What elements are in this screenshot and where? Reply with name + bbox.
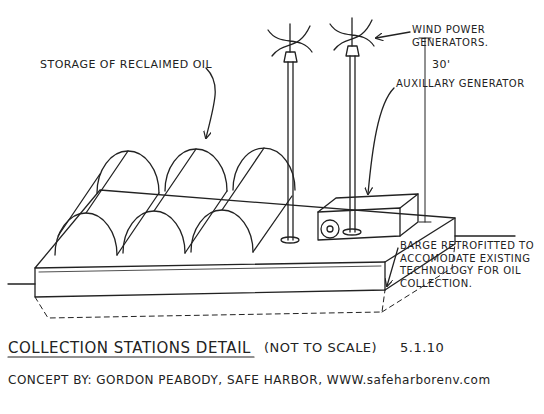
generator-top	[318, 194, 418, 212]
generator-fan	[321, 220, 339, 238]
barge-front-face	[35, 262, 385, 297]
tank-front-arch	[123, 211, 185, 253]
tower-base	[343, 229, 361, 235]
generator-side	[400, 194, 418, 236]
annotation-label: WIND POWER GENERATORS.	[412, 24, 542, 49]
tank-body	[222, 148, 292, 252]
tank-body	[58, 151, 159, 255]
deck-edge-line	[39, 266, 381, 272]
auxiliary-generator	[318, 194, 418, 240]
annotation-label: 5.1.10	[400, 340, 470, 356]
tower-pole	[350, 56, 355, 232]
tank-front-arch	[55, 213, 117, 255]
submerged-hull	[35, 244, 455, 318]
oil-storage-tanks	[55, 148, 295, 255]
barge-deck	[35, 190, 455, 268]
leader-line	[206, 68, 215, 138]
leader-line	[387, 248, 398, 286]
tower-base	[281, 237, 299, 243]
dimension-line	[419, 38, 431, 222]
annotation-label: 30'	[432, 58, 472, 72]
annotation-label: BARGE RETROFITTED TO ACCOMODATE EXISTING…	[400, 240, 540, 290]
water-line	[8, 283, 35, 284]
water-line	[455, 235, 515, 236]
annotation-label: (NOT TO SCALE)	[264, 340, 394, 356]
diagram-caption: CONCEPT BY: GORDON PEABODY, SAFE HARBOR,…	[8, 373, 538, 388]
wind-generator	[268, 24, 312, 243]
rotor-blades	[268, 24, 312, 56]
leader-line	[376, 32, 410, 38]
rotor-hub	[284, 52, 297, 62]
rotor-blades	[330, 18, 374, 50]
generator-front	[318, 208, 400, 240]
rotor-hub	[346, 46, 359, 56]
wind-generator	[330, 18, 374, 235]
tank-back-arch	[233, 148, 295, 190]
tank-front-arch	[191, 210, 253, 252]
generator-fan-hub	[327, 226, 333, 232]
annotation-label: STORAGE OF RECLAIMED OIL	[40, 58, 240, 72]
annotation-label: AUXILLARY GENERATOR	[396, 78, 541, 91]
leader-line	[368, 88, 394, 194]
tank-back-arch	[165, 149, 227, 191]
tower-pole	[288, 62, 293, 240]
tank-back-arch	[97, 151, 159, 193]
tank-body	[154, 149, 227, 253]
diagram-title: COLLECTION STATIONS DETAIL	[8, 339, 258, 358]
